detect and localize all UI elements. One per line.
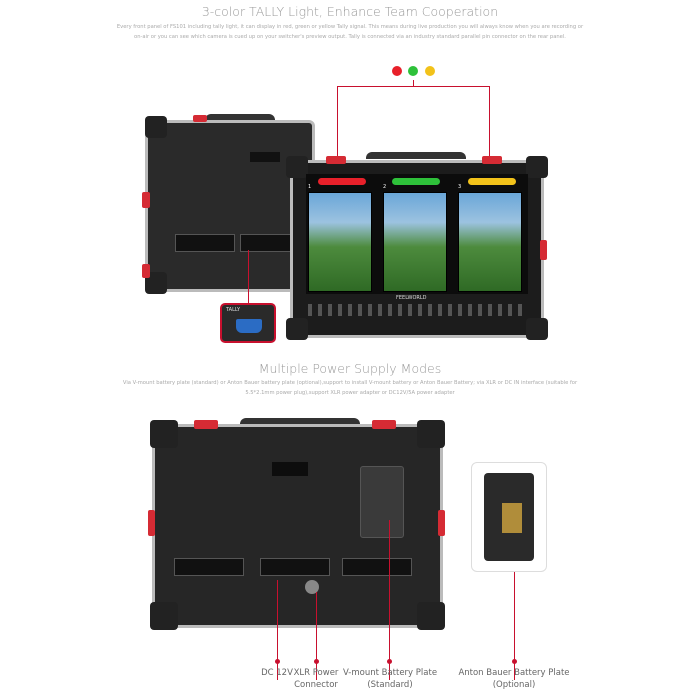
callout-dot	[387, 659, 392, 664]
screen-1	[308, 192, 372, 292]
tally-callout-line	[337, 86, 338, 160]
monitor-rear-power-view	[148, 418, 445, 630]
tally-section-description: Every front panel of FS101 including tal…	[116, 24, 584, 40]
anton-bauer-plate-image	[471, 462, 547, 572]
power-section-title: Multiple Power Supply Modes	[258, 361, 442, 376]
callout-dot	[314, 659, 319, 664]
tally-connector-closeup: TALLY	[220, 303, 276, 343]
tally-callout-line	[489, 86, 490, 160]
screen-2	[383, 192, 447, 292]
screen-3	[458, 192, 522, 292]
callout-sublabel: (Standard)	[367, 680, 413, 690]
tally-port-callout-line	[248, 250, 249, 305]
tally-callout-line	[413, 80, 414, 86]
tally-yellow-dot	[425, 66, 435, 76]
xlr-connector	[305, 580, 319, 594]
front-button-row	[308, 304, 522, 316]
tally-callout-line	[337, 86, 489, 87]
brand-logo: FEELWORLD	[396, 295, 427, 301]
tally-light-green	[392, 178, 440, 185]
callout-label: Anton Bauer Battery Plate	[458, 668, 570, 678]
callout-vmount: V-mount Battery Plate (Standard)	[334, 667, 446, 691]
monitor-rear-view	[142, 112, 315, 294]
tally-green-dot	[408, 66, 418, 76]
callout-line-anton	[514, 572, 515, 680]
tally-connector-label: TALLY	[226, 307, 241, 313]
screen-number: 3	[458, 184, 462, 190]
vga-port-icon	[236, 319, 262, 333]
callout-sublabel: (Optional)	[492, 680, 536, 690]
monitor-front-view: 1 2 3 FEELWORLD	[286, 152, 548, 342]
v-mount-plate	[360, 466, 404, 538]
callout-line-xlr	[316, 592, 317, 680]
power-section-description: Via V-mount battery plate (standard) or …	[122, 380, 578, 396]
screen-number: 2	[383, 184, 387, 190]
callout-dc12v: DC 12V	[247, 667, 307, 679]
tally-light-red	[318, 178, 366, 185]
callout-line-dc	[277, 580, 278, 680]
callout-label: XLR Power	[293, 668, 339, 678]
callout-label: DC 12V	[261, 668, 293, 678]
callout-label: V-mount Battery Plate	[342, 668, 438, 678]
callout-sublabel: Connector	[294, 680, 338, 690]
tally-red-dot	[392, 66, 402, 76]
callout-dot	[275, 659, 280, 664]
callout-dot	[512, 659, 517, 664]
callout-line-vmount	[389, 520, 390, 680]
screen-number: 1	[308, 184, 312, 190]
tally-section-title: 3-color TALLY Light, Enhance Team Cooper…	[201, 4, 499, 19]
tally-light-yellow	[468, 178, 516, 185]
callout-anton-bauer: Anton Bauer Battery Plate (Optional)	[452, 667, 576, 691]
